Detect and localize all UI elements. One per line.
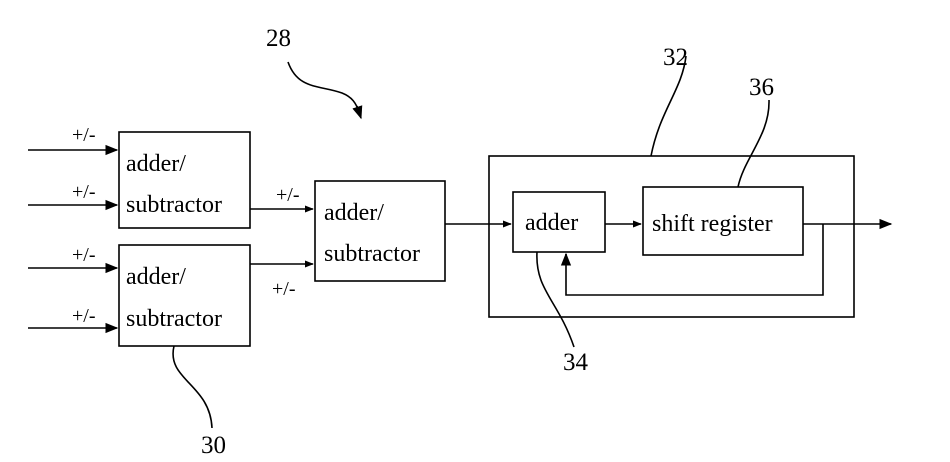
- ref-numeral-28: 28: [266, 25, 291, 52]
- adder-label: adder: [525, 210, 578, 236]
- ref-28-arrow-head: [352, 105, 363, 120]
- sign-label-input-3: +/-: [72, 244, 96, 266]
- ref-28-curve: [287, 61, 360, 113]
- adder-subtractor-second-stage-box: [314, 180, 446, 282]
- adder-subtractor-bottom-line2: subtractor: [126, 306, 222, 332]
- shift-register-box: [642, 186, 804, 256]
- sign-label-stage2-top: +/-: [276, 184, 300, 206]
- shift-register-label: shift register: [652, 211, 773, 237]
- sign-label-input-2: +/-: [72, 181, 96, 203]
- accumulator-enclosure: [488, 155, 855, 318]
- adder-subtractor-top-line1: adder/: [126, 151, 186, 177]
- ref-numeral-36: 36: [749, 74, 774, 101]
- adder-subtractor-top-line2: subtractor: [126, 192, 222, 218]
- ref-36-leader: [737, 99, 770, 188]
- adder-subtractor-top-box: [118, 131, 251, 229]
- ref-32-leader: [650, 55, 687, 157]
- adder-box: [512, 191, 606, 253]
- ref-30-leader: [172, 345, 213, 429]
- sign-label-input-1: +/-: [72, 124, 96, 146]
- ref-numeral-34: 34: [563, 349, 589, 376]
- adder-subtractor-bottom-box: [118, 244, 251, 347]
- ref-34-leader: [536, 251, 575, 348]
- feedback-path: [565, 224, 824, 296]
- adder-subtractor-second-stage-line1: adder/: [324, 200, 384, 226]
- adder-subtractor-bottom-line1: adder/: [126, 264, 186, 290]
- ref-numeral-30: 30: [201, 432, 226, 459]
- sign-label-input-4: +/-: [72, 305, 96, 327]
- sign-label-stage2-bottom: +/-: [272, 278, 296, 300]
- adder-subtractor-second-stage-line2: subtractor: [324, 241, 420, 267]
